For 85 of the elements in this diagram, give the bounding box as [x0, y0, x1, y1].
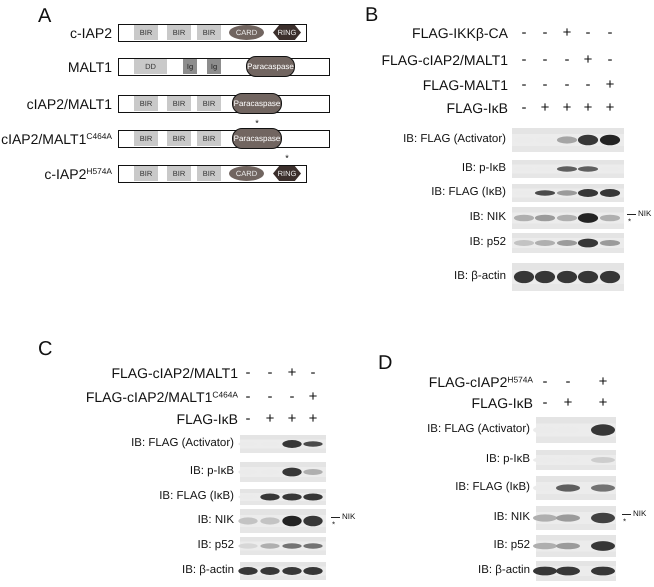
blot-label: IB: β-actin	[182, 564, 234, 578]
lane-sign: -	[564, 52, 570, 68]
blot-label: IB: p-IκB	[190, 465, 234, 478]
blot-label: IB: NIK	[198, 514, 234, 528]
paracaspase-domain: Paracaspase	[246, 56, 295, 77]
blot-label: IB: NIK	[494, 511, 530, 524]
mutation-asterisk: *	[285, 154, 289, 163]
lane-sign: -	[584, 25, 592, 41]
lane-sign: +	[264, 411, 276, 427]
construct-label: FLAG-IκB	[446, 100, 508, 116]
lane-sign: -	[564, 374, 572, 390]
lane-sign: -	[564, 77, 570, 93]
blot-label: IB: β-actin	[454, 270, 506, 284]
blot-label: IB: FLAG (Activator)	[427, 423, 530, 436]
lane-sign: -	[520, 52, 528, 68]
lane-sign: -	[606, 25, 614, 41]
lane-sign: -	[266, 389, 274, 405]
lane-sign: -	[244, 411, 252, 427]
lane-sign: -	[542, 77, 548, 93]
panel-letter: B	[365, 4, 378, 26]
blot-label: IB: p-IκB	[486, 453, 530, 466]
lane-sign: -	[606, 52, 614, 68]
protein-name: c-IAP2$^{H574A}$	[43, 166, 112, 182]
blot-label: IB: FLAG (IκB)	[431, 186, 506, 200]
lane-sign: -	[244, 365, 252, 381]
lane-sign: +	[308, 411, 318, 427]
construct-label: FLAG-cIAP2/MALT1	[111, 365, 238, 381]
lane-sign: +	[582, 52, 594, 68]
blot-label: IB: p52	[494, 539, 530, 552]
paracaspase-domain: Paracaspase	[232, 93, 282, 114]
lane-sign: -	[542, 395, 548, 411]
construct-label: FLAG-IκB	[176, 411, 238, 427]
construct-label: FLAG-IKKβ-CA	[412, 25, 508, 41]
blot-label: IB: FLAG (IκB)	[159, 490, 234, 504]
band-marker-label: NIK	[633, 509, 646, 518]
lane-sign: -	[584, 77, 592, 93]
blot-label: IB: FLAG (Activator)	[131, 437, 234, 450]
lane-sign: +	[598, 395, 608, 411]
construct-label: FLAG-MALT1	[422, 77, 508, 93]
lane-sign: -	[542, 374, 548, 390]
band-marker-label: NIK	[342, 512, 356, 521]
band-marker-label: *	[623, 517, 626, 526]
lane-sign: +	[562, 395, 574, 411]
blot-label: IB: NIK	[470, 211, 506, 224]
lane-sign: +	[286, 411, 298, 427]
band-marker-label: NIK	[638, 209, 652, 218]
panel-letter: C	[38, 338, 52, 360]
blot-label: IB: p52	[198, 539, 234, 552]
blot-label: IB: FLAG (Activator)	[403, 133, 506, 146]
lane-sign: +	[604, 100, 616, 116]
band-marker-label: *	[332, 520, 336, 529]
construct-label: FLAG-IκB	[472, 395, 533, 411]
panel-letter: A	[38, 5, 52, 27]
panel-letter: D	[378, 352, 392, 374]
protein-name: c-IAP2	[68, 25, 112, 41]
lane-sign: -	[542, 25, 548, 41]
lane-sign: -	[266, 365, 274, 381]
lane-sign: +	[562, 100, 572, 116]
lane-sign: -	[288, 389, 296, 405]
protein-name: cIAP2/MALT1	[26, 96, 112, 112]
protein-name: MALT1	[66, 59, 112, 75]
blot-label: IB: p52	[470, 236, 506, 250]
blot-label: IB: β-actin	[478, 564, 530, 578]
lane-sign: +	[308, 389, 318, 405]
protein-name: cIAP2/MALT1$^{C464A}$	[0, 131, 112, 147]
lane-sign: +	[540, 100, 550, 116]
lane-sign: +	[286, 365, 298, 381]
paracaspase-domain: Paracaspase	[232, 128, 282, 149]
lane-sign: -	[244, 389, 252, 405]
lane-sign: -	[520, 100, 528, 116]
lane-sign: -	[310, 365, 316, 381]
lane-sign: -	[520, 77, 528, 93]
lane-sign: +	[562, 25, 572, 41]
lane-sign: -	[542, 52, 548, 68]
band-marker-label: *	[628, 217, 632, 226]
construct-label: FLAG-cIAP2/MALT1	[381, 52, 508, 68]
lane-sign: +	[582, 100, 594, 116]
blot-label: IB: p-IκB	[462, 162, 506, 176]
lane-sign: +	[604, 77, 616, 93]
construct-label: FLAG-cIAP2/MALT1$^{C464A}$	[86, 389, 238, 405]
blot-label: IB: FLAG (IκB)	[455, 481, 530, 494]
construct-label: FLAG-cIAP2$^{H574A}$	[428, 374, 533, 390]
lane-sign: +	[598, 374, 608, 390]
mutation-asterisk: *	[255, 119, 259, 128]
lane-sign: -	[520, 25, 528, 41]
